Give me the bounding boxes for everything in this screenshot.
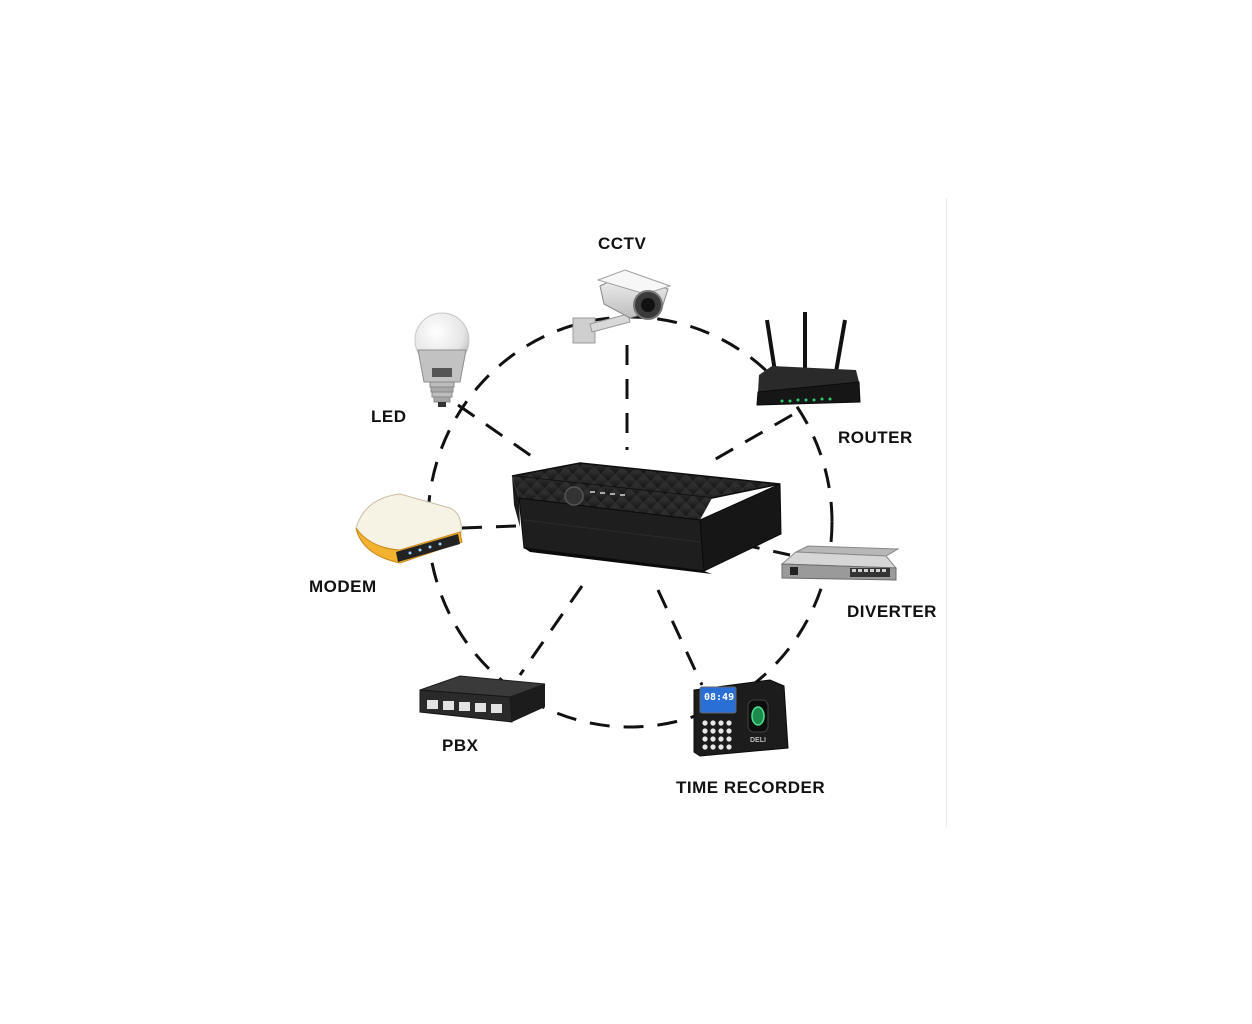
fingerprint-time-clock-icon bbox=[693, 679, 789, 757]
wifi-router-icon bbox=[756, 312, 861, 406]
connection-spokes bbox=[457, 345, 793, 686]
mini-ups-icon bbox=[511, 462, 782, 574]
rack-switch-icon bbox=[780, 545, 900, 581]
label-led: LED bbox=[371, 407, 407, 426]
cctv-camera-icon bbox=[572, 269, 672, 344]
label-diverter: DIVERTER bbox=[847, 602, 937, 621]
spoke-time-recorder bbox=[656, 589, 704, 686]
edge-divider bbox=[946, 198, 947, 828]
led-bulb-icon bbox=[414, 312, 470, 407]
spoke-router bbox=[713, 413, 793, 462]
label-modem: MODEM bbox=[309, 577, 377, 596]
spoke-modem bbox=[461, 524, 517, 530]
modem-icon bbox=[355, 493, 463, 564]
label-router: ROUTER bbox=[838, 428, 913, 447]
time-recorder-brand: DELI bbox=[750, 737, 766, 744]
ethernet-switch-icon bbox=[419, 675, 546, 723]
label-cctv: CCTV bbox=[598, 234, 647, 253]
spoke-led bbox=[457, 403, 541, 464]
time-recorder-screen-text: 08:49 bbox=[704, 692, 735, 703]
label-pbx: PBX bbox=[442, 736, 479, 755]
spoke-pbx bbox=[518, 585, 584, 676]
label-time-recorder: TIME RECORDER bbox=[676, 778, 826, 797]
